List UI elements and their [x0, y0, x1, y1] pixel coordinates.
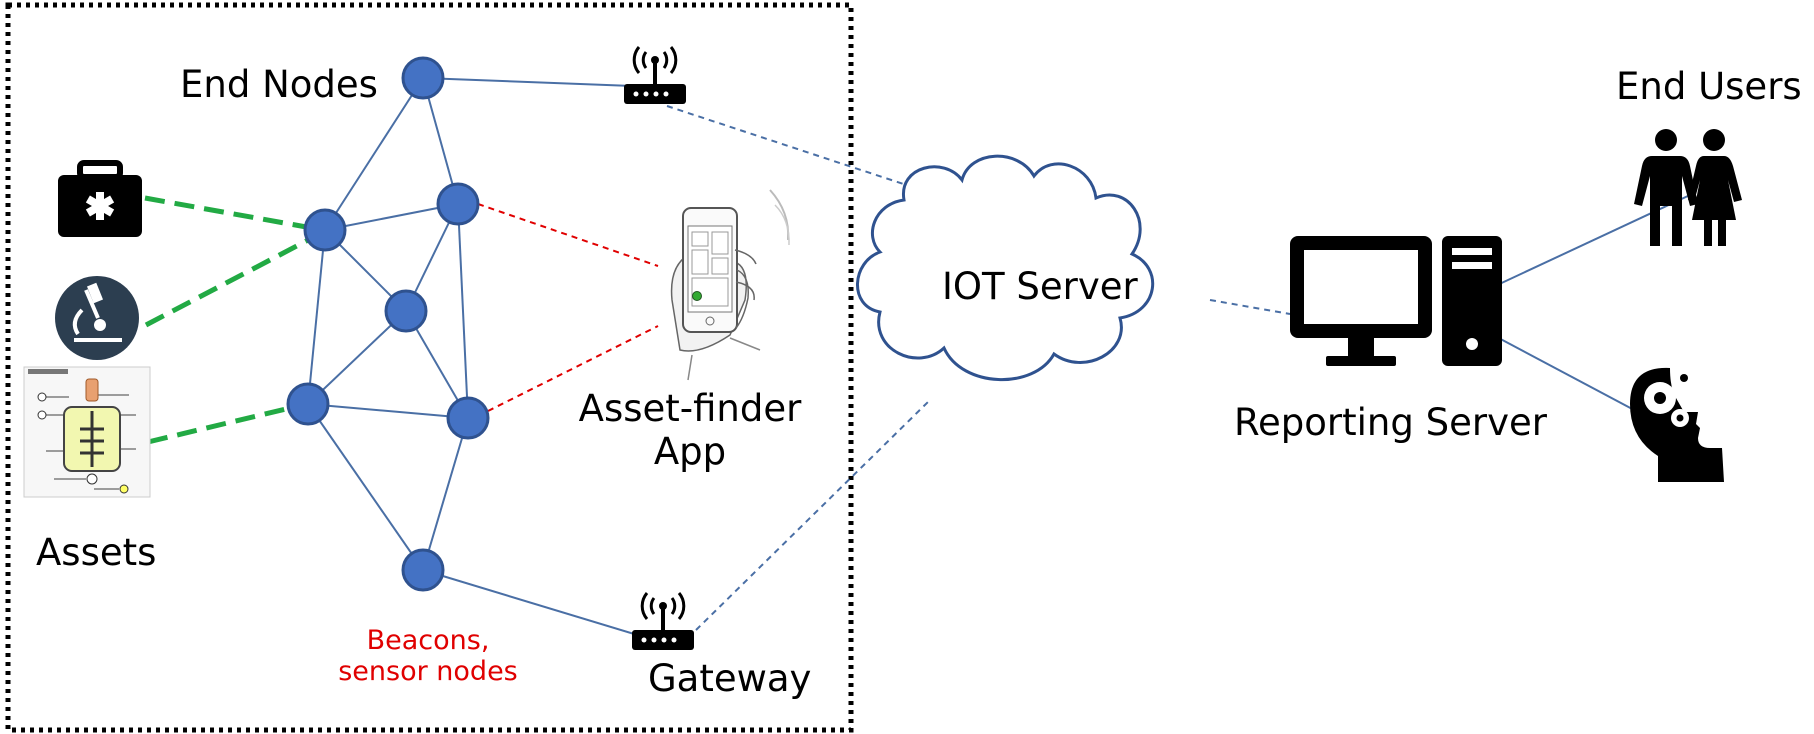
asset-links — [144, 195, 314, 445]
asset-finder-label: Asset-finder App — [560, 387, 820, 473]
couple-icon — [1634, 129, 1742, 246]
end-users-label: End Users — [1616, 65, 1802, 108]
beacon-node — [384, 289, 428, 333]
end-nodes-label: End Nodes — [180, 63, 378, 106]
asset-finder-label-line2: App — [653, 429, 727, 473]
beacon-node — [401, 56, 445, 100]
iot-cloud-icon — [856, 154, 1155, 382]
head-gears-icon — [1630, 367, 1724, 482]
microscope-icon — [55, 276, 139, 360]
beacons-label-line2: sensor nodes — [338, 656, 518, 688]
beacon-node — [303, 208, 347, 252]
beacon-node — [446, 396, 490, 440]
beacon-node — [401, 548, 445, 592]
router-icon — [632, 592, 694, 650]
reactor-diagram-icon — [23, 366, 151, 498]
assets-label: Assets — [36, 531, 157, 574]
local-network-boundary — [5, 2, 854, 733]
router-icon — [624, 46, 686, 104]
reporting-server-label: Reporting Server — [1234, 401, 1547, 444]
smartphone-hand-icon — [670, 189, 790, 381]
iot-server-label: IOT Server — [942, 265, 1138, 308]
gateway-label: Gateway — [648, 657, 812, 700]
beacons-label: Beacons, sensor nodes — [318, 625, 538, 687]
beacon-node — [436, 182, 480, 226]
desktop-computer-icon — [1290, 236, 1502, 366]
end-nodes — [286, 56, 490, 592]
app-links — [477, 203, 659, 412]
medical-kit-icon — [58, 160, 142, 237]
asset-finder-label-line1: Asset-finder — [578, 387, 802, 430]
beacon-node — [286, 382, 330, 426]
beacons-label-line1: Beacons, — [366, 625, 490, 656]
